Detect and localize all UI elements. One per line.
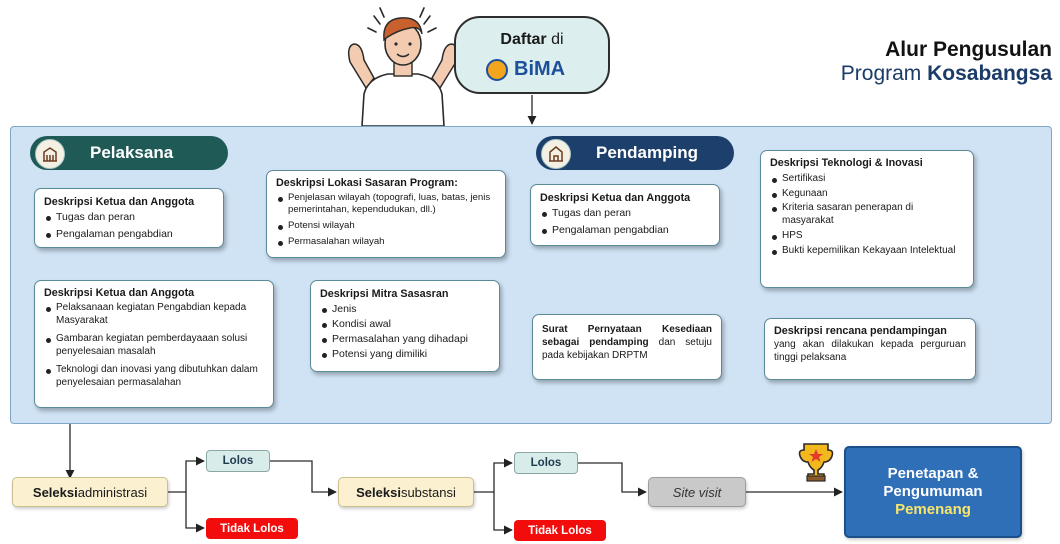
tidak-lolos-tag-1: Tidak Lolos [206, 518, 298, 539]
penetapan-line: Penetapan & [887, 465, 979, 482]
list-item: Permasalahan yang dihadapi [320, 333, 490, 347]
pelaksana-lokasi-card: Deskripsi Lokasi Sasaran Program: Penjel… [266, 170, 506, 258]
list-item: Tugas dan peran [44, 211, 214, 225]
page-subtitle: Program Kosabangsa [840, 62, 1052, 85]
list-item: Kegunaan [770, 188, 964, 201]
card-title: Deskripsi Ketua dan Anggota [44, 196, 195, 208]
pendamping-ketua-card: Deskripsi Ketua dan Anggota Tugas dan pe… [530, 184, 720, 246]
building-icon [35, 139, 65, 169]
pendamping-surat-card: Surat Pernyataan Kesediaan sebagai penda… [532, 314, 722, 380]
seleksi-administrasi-box[interactable]: Seleksi administrasi [12, 477, 168, 507]
list-item: Jenis [320, 303, 490, 317]
list-item: Penjelasan wilayah (topografi, luas, bat… [276, 192, 496, 216]
bima-logo-icon [486, 58, 508, 81]
pendamping-label: Pendamping [596, 143, 699, 162]
card-title: Deskripsi Mitra Sasasran [320, 288, 449, 300]
list-item: Potensi yang dimiliki [320, 348, 490, 362]
pendamping-pill: Pendamping [536, 136, 734, 170]
pelaksana-mitra-card: Deskripsi Mitra Sasasran Jenis Kondisi a… [310, 280, 500, 372]
list-item: Bukti kepemilikan Kekayaan Intelektual [770, 245, 964, 258]
lolos-tag-1: Lolos [206, 450, 270, 472]
list-item: Kriteria sasaran penerapan di masyarakat [770, 202, 964, 228]
trophy-icon [798, 443, 834, 482]
list-item: Permasalahan wilayah [276, 236, 496, 248]
card-title: Deskripsi Ketua dan Anggota [44, 287, 195, 299]
pelaksana-ketua2-card: Deskripsi Ketua dan Anggota Pelaksanaan … [34, 280, 274, 408]
list-item: Pengalaman pengabdian [44, 228, 214, 242]
pendamping-rencana-card: Deskripsi rencana pendampingan yang akan… [764, 318, 976, 380]
pendamping-teknologi-card: Deskripsi Teknologi & Inovasi Sertifikas… [760, 150, 974, 288]
pemenang-line: Pemenang [895, 501, 971, 518]
tidak-lolos-tag-2: Tidak Lolos [514, 520, 606, 541]
card-title: Surat Pernyataan Kesediaan sebagai penda… [542, 324, 712, 348]
pelaksana-label: Pelaksana [90, 143, 174, 162]
daftar-bima-box[interactable]: Daftar di BiMA [454, 16, 610, 94]
seleksi-substansi-box[interactable]: Seleksi substansi [338, 477, 474, 507]
list-item: Pelaksanaan kegiatan Pengabdian kepada M… [44, 302, 264, 327]
pelaksana-ketua-card: Deskripsi Ketua dan Anggota Tugas dan pe… [34, 188, 224, 248]
house-icon [541, 139, 571, 169]
list-item: Pengalaman pengabdian [540, 224, 710, 238]
bima-logo: BiMA [486, 58, 565, 81]
page-title: Alur Pengusulan [885, 38, 1052, 61]
penetapan-pemenang-box[interactable]: Penetapan & Pengumuman Pemenang [844, 446, 1022, 538]
card-title: Deskripsi Teknologi & Inovasi [770, 157, 923, 169]
list-item: Sertifikasi [770, 173, 964, 186]
person-illustration [347, 7, 459, 126]
list-item: Tugas dan peran [540, 207, 710, 221]
list-item: Gambaran kegiatan pemberdayaaan solusi p… [44, 333, 264, 358]
penetapan-line: Pengumuman [883, 483, 983, 500]
list-item: Kondisi awal [320, 318, 490, 332]
card-title: Deskripsi Ketua dan Anggota [540, 192, 691, 204]
daftar-text: Daftar di [500, 31, 564, 48]
card-text: yang akan dilakukan kepada perguruan tin… [774, 338, 966, 363]
list-item: Potensi wilayah [276, 220, 496, 232]
site-visit-box[interactable]: Site visit [648, 477, 746, 507]
list-item: Teknologi dan inovasi yang dibutuhkan da… [44, 364, 264, 389]
card-text: dan setuju pada kebijakan DRPTM [542, 337, 712, 361]
card-title: Deskripsi Lokasi Sasaran Program: [276, 177, 458, 189]
list-item: HPS [770, 230, 964, 243]
pelaksana-pill: Pelaksana [30, 136, 228, 170]
lolos-tag-2: Lolos [514, 452, 578, 474]
card-title: Deskripsi rencana pendampingan [774, 325, 947, 337]
